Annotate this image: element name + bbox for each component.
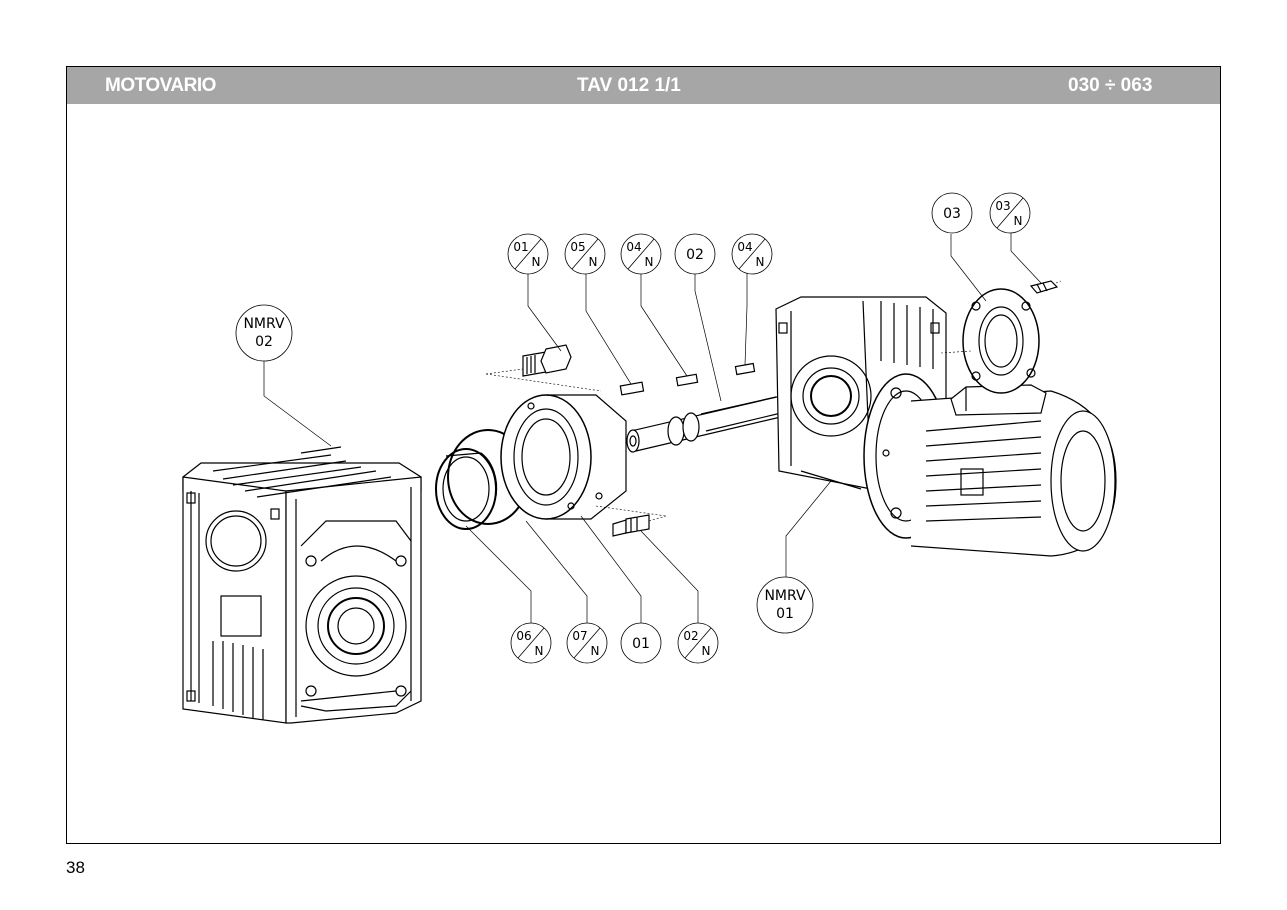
callout-02n-number: 02 [683,629,698,643]
leader-lines [263,233,1042,626]
motor [863,373,1117,557]
callout-05n-suffix: N [589,255,598,269]
oil-seal-06 [435,448,498,530]
flange-01 [500,394,627,520]
key-04-a [675,373,699,387]
callout-nmrv02-line1: NMRV [243,316,285,332]
callout-04n-a-suffix: N [645,255,654,269]
drawing-frame: MOTOVARIO TAV 012 1/1 030 ÷ 063 [66,66,1221,844]
callout-01n-number: 01 [513,240,528,254]
callout-02-number: 02 [686,247,704,263]
callout-nmrv02-line2: 02 [255,334,273,350]
callout-07n: 07 N [566,622,608,664]
callout-03n-suffix: N [1014,214,1023,228]
callout-03-number: 03 [943,206,961,222]
flange-03 [962,288,1040,394]
key-04-b [734,362,756,376]
callout-04n-b-suffix: N [756,255,765,269]
callout-04n-b-number: 04 [737,240,752,254]
callout-nmrv02: NMRV 02 [235,304,293,362]
callout-bubbles: NMRV 02 01 N 05 N 04 N [235,192,1031,664]
callout-nmrv01-line2: 01 [776,606,794,622]
callout-01-number: 01 [632,636,650,652]
bolt-01 [522,344,572,377]
brand-label: MOTOVARIO [105,75,216,96]
callout-nmrv01-line1: NMRV [764,588,806,604]
page-number: 38 [66,858,85,877]
callout-02: 02 [674,233,716,275]
bolt-03 [1029,280,1059,294]
callout-04n-a-number: 04 [626,240,641,254]
callout-06n-suffix: N [535,644,544,658]
exploded-view-drawing: NMRV 02 01 N 05 N 04 N [182,192,1117,724]
callout-01n: 01 N [507,233,549,275]
gearbox-nmrv02 [182,446,422,724]
callout-06n: 06 N [510,622,552,664]
table-label: TAV 012 1/1 [577,75,681,96]
callout-05n: 05 N [564,233,606,275]
key-05 [619,381,645,396]
callout-03n-number: 03 [995,199,1010,213]
bolt-02 [612,514,650,537]
callout-01: 01 [620,622,662,664]
callout-nmrv01: NMRV 01 [756,576,814,634]
callout-02n: 02 N [677,622,719,664]
title-bar: MOTOVARIO TAV 012 1/1 030 ÷ 063 [67,67,1220,104]
callout-07n-number: 07 [572,629,587,643]
callout-01n-suffix: N [532,255,541,269]
callout-03: 03 [931,192,973,234]
callout-05n-number: 05 [570,240,585,254]
callout-06n-number: 06 [516,629,531,643]
callout-03n: 03 N [989,192,1031,234]
assembly-lines [485,280,1062,522]
callout-04n-b: 04 N [731,233,773,275]
callout-04n-a: 04 N [620,233,662,275]
callout-02n-suffix: N [702,644,711,658]
size-range-label: 030 ÷ 063 [1068,75,1153,96]
callout-07n-suffix: N [591,644,600,658]
shaft-02 [626,395,786,453]
